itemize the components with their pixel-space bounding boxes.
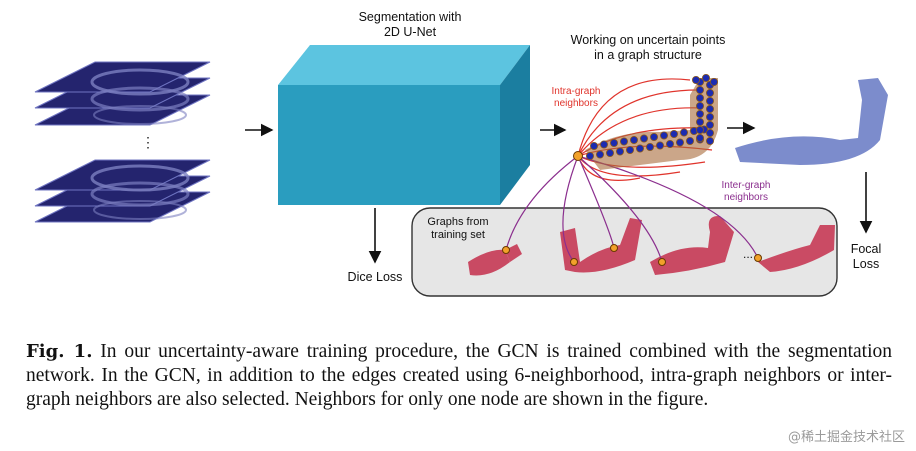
graph-node [696,102,705,111]
ellipsis-vertical: ⋮ [141,134,155,150]
graph-node [676,138,685,147]
uncertain-graph [585,78,718,170]
graph-node [696,86,705,95]
figure-diagram: ⋮ [34,45,888,297]
graph-node [696,133,705,142]
graph-node [590,141,599,150]
dice-loss-label: Dice Loss [347,270,403,284]
graph-node [706,128,715,137]
intra-graph-label-line2: neighbors [554,98,598,109]
graph-node [596,150,605,159]
graph-node [636,144,645,153]
graphs-ellipsis: ... [742,247,753,261]
graph-node [626,145,635,154]
graph-node [706,121,715,130]
graph-node [706,105,715,114]
graph-node [692,76,701,85]
intra-graph-label: Intra-graph neighbors [536,86,616,110]
figure-caption: Fig. 1. In our uncertainty-aware trainin… [26,340,892,412]
graph-node [600,140,609,149]
graph-node [696,110,705,119]
graph-node [650,132,659,141]
focal-loss-line2: Loss [852,257,880,271]
graphs-from-training-label: Graphs from training set [418,216,498,242]
graph-node [680,128,689,137]
graph-node [656,141,665,150]
graph-node [706,97,715,106]
graph-node [620,137,629,146]
graph-node [706,113,715,122]
intra-graph-label-line1: Intra-graph [551,86,601,97]
graph-node [666,139,675,148]
graph-node [706,89,715,98]
graph-node [616,147,625,156]
working-title: Working on uncertain points in a graph s… [548,33,748,63]
graph-node [686,136,695,145]
graph-node [610,138,619,147]
inter-graph-label: Inter-graph neighbors [706,180,786,204]
graph-nodes [586,74,719,160]
graph-node [710,78,719,87]
graph-node [606,148,615,157]
graphs-from-training-line1: Graphs from [427,216,489,228]
segmentation-title-line2: 2D U-Net [383,25,437,39]
graph-node [646,142,655,151]
graph-node [670,129,679,138]
inter-graph-label-line2: neighbors [724,192,768,203]
training-graph-shapes [468,215,835,276]
selected-node [573,151,583,161]
focal-loss-line1: Focal [850,242,882,256]
graph-node [696,126,705,135]
graph-node [696,94,705,103]
working-title-line2: in a graph structure [594,48,702,62]
output-segmentation [735,78,888,165]
unet-box [278,45,530,205]
graphs-from-training-line2: training set [431,229,485,241]
graph-node [630,135,639,144]
graph-node [640,134,649,143]
focal-loss-label: Focal Loss [838,242,894,272]
working-title-line1: Working on uncertain points [570,33,726,47]
mri-slice-stack-top [34,61,211,126]
inter-graph-label-line1: Inter-graph [721,180,771,191]
graph-node [586,151,595,160]
graph-node [706,136,715,145]
mri-slice-stack-bottom [34,159,211,223]
segmentation-title: Segmentation with 2D U-Net [330,10,490,40]
inter-graph-node-markers [502,244,762,266]
segmentation-title-line1: Segmentation with [358,10,462,24]
caption-prefix: Fig. 1. [26,341,93,362]
caption-text: In our uncertainty-aware training proced… [26,341,892,410]
graph-node [660,131,669,140]
graph-node [702,74,711,83]
site-watermark: @稀土掘金技术社区 [784,426,908,445]
graph-node [696,118,705,127]
